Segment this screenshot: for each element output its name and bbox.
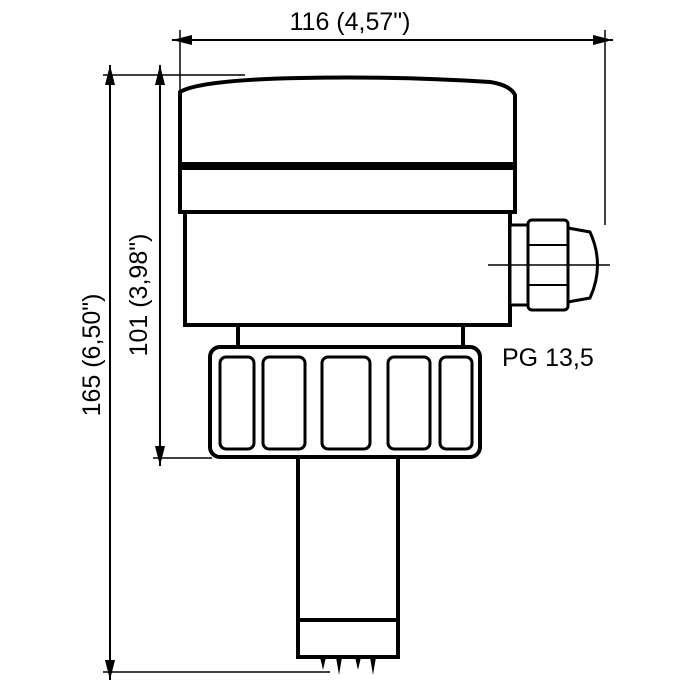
- housing-height-label: 101 (3,98"): [125, 234, 153, 357]
- lid-seam: [180, 162, 515, 168]
- total-height-label: 165 (6,50"): [78, 294, 106, 417]
- total-height-dimension: 165 (6,50"): [78, 65, 330, 680]
- electrode: [370, 657, 376, 675]
- coupling-nut-grip: [218, 355, 256, 451]
- housing-band: [178, 166, 517, 214]
- probe-tip: [296, 618, 400, 659]
- width-dimension-label: 116 (4,57"): [290, 8, 411, 36]
- housing-body: [183, 210, 512, 327]
- electrode: [355, 657, 361, 670]
- electrode: [320, 657, 326, 670]
- probe-shaft: [296, 455, 400, 622]
- cable-gland-label: PG 13,5: [502, 344, 594, 372]
- probe-electrodes: [320, 657, 376, 675]
- neck: [236, 323, 465, 349]
- electrode: [336, 657, 342, 675]
- coupling-nut-grip: [261, 355, 307, 451]
- coupling-nut-grip: [386, 355, 432, 451]
- device: [178, 75, 610, 675]
- width-dimension: 116 (4,57"): [172, 8, 613, 225]
- coupling-nut-grip: [320, 355, 372, 451]
- housing-height-dimension: 101 (3,98"): [125, 65, 212, 466]
- coupling-nut-grip: [438, 355, 474, 451]
- housing-lid: [178, 75, 517, 167]
- coupling-nut: [208, 345, 482, 459]
- cable-gland: [488, 218, 610, 312]
